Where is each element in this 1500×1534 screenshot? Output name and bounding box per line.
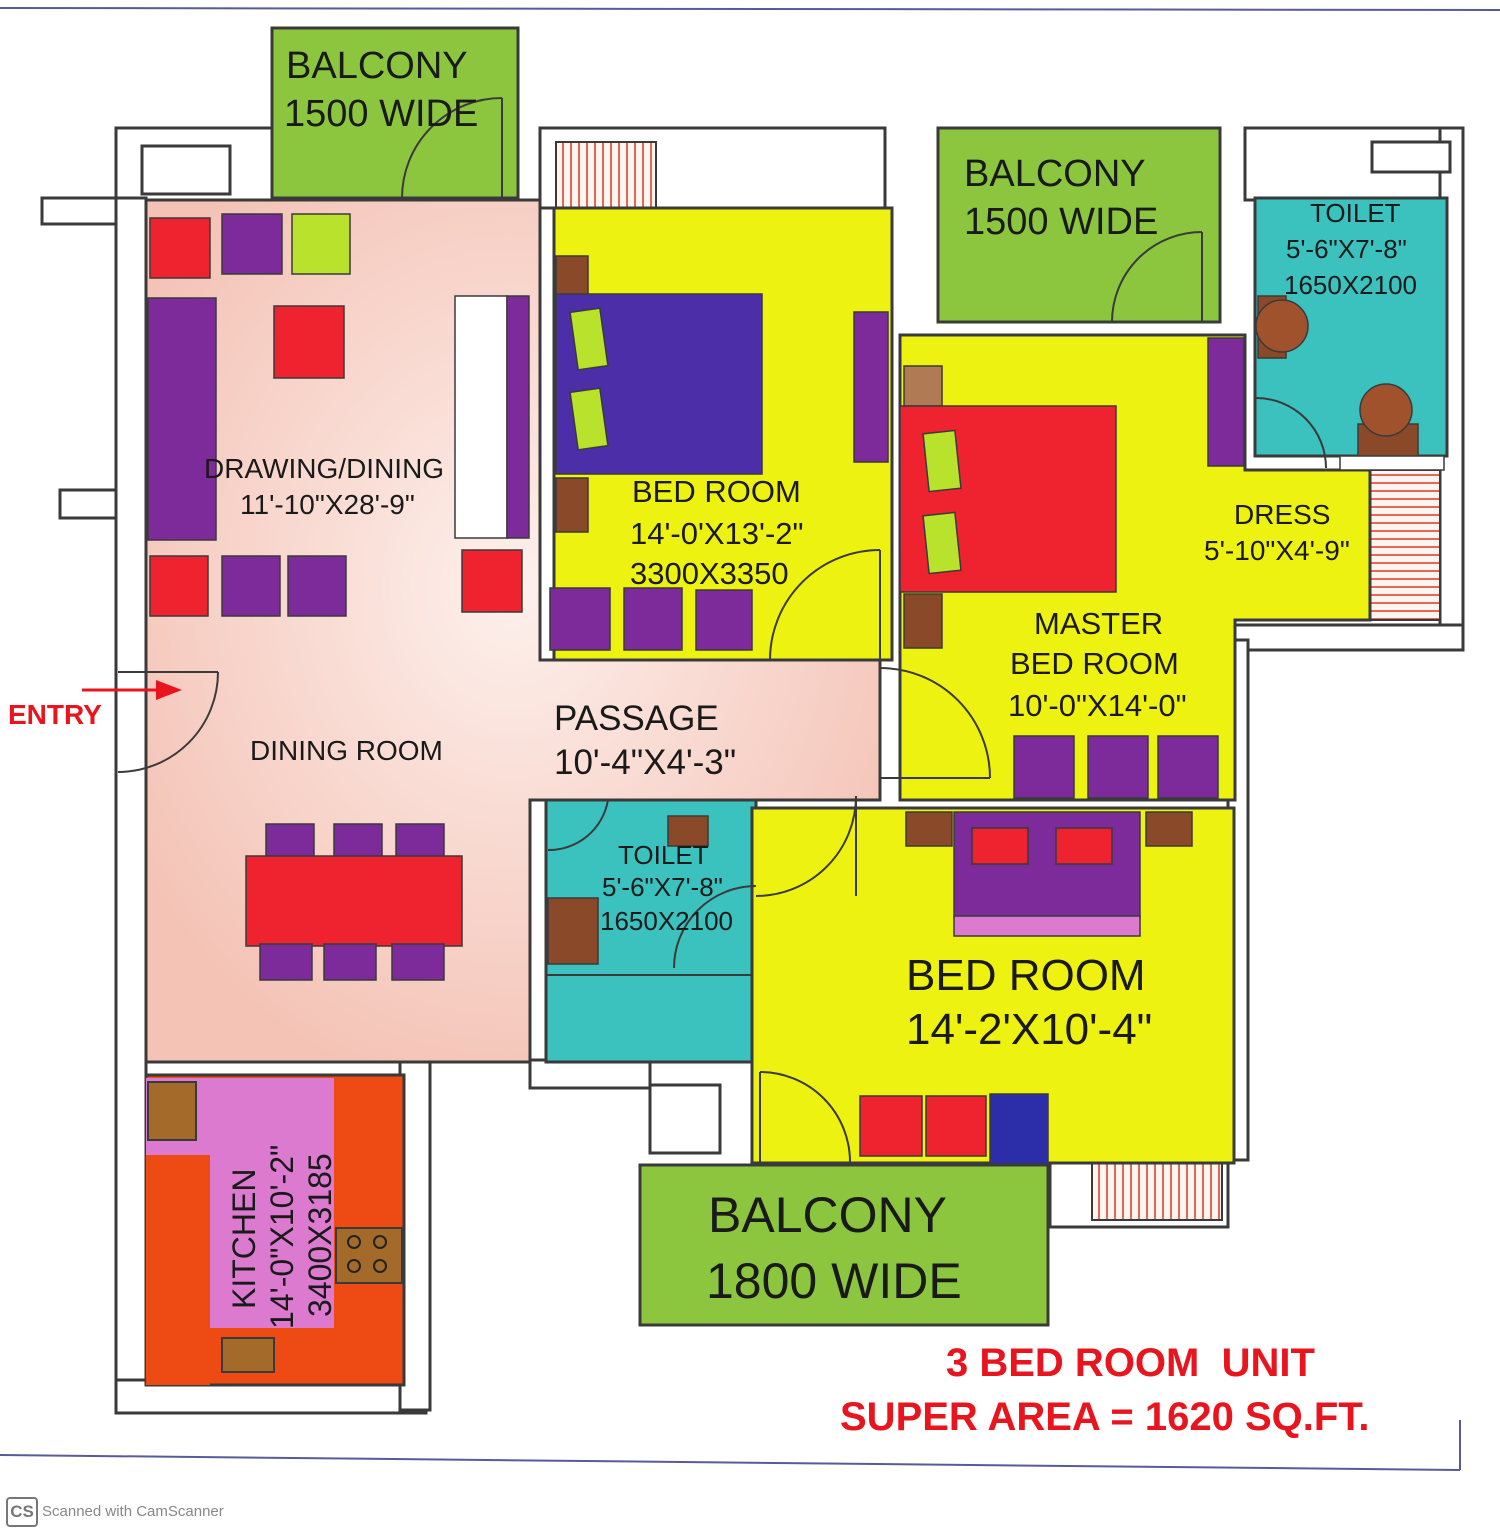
bedroom-1-label: BED ROOM 14'-0'X13'-2" 3300X3350	[630, 474, 804, 591]
entry-arrow-icon	[82, 680, 182, 700]
shaft-hatch	[1369, 469, 1441, 621]
svg-text:TOILET: TOILET	[618, 840, 709, 870]
svg-text:DRESS: DRESS	[1234, 499, 1330, 530]
svg-text:5'-10"X4'-9": 5'-10"X4'-9"	[1204, 535, 1350, 566]
svg-text:BALCONY: BALCONY	[708, 1187, 947, 1243]
balcony-top-label: BALCONY 1500 WIDE	[284, 45, 478, 135]
passage-label: PASSAGE 10'-4"X4'-3"	[554, 699, 736, 782]
svg-text:3300X3350: 3300X3350	[630, 556, 789, 591]
svg-text:1500 WIDE: 1500 WIDE	[284, 93, 478, 135]
door-swings	[117, 97, 1327, 1163]
bedroom-2-furniture	[859, 811, 1193, 1165]
balcony-master-label: BALCONY 1500 WIDE	[964, 153, 1158, 243]
svg-text:BED ROOM: BED ROOM	[1010, 646, 1179, 681]
toilet-master-fixtures	[1255, 295, 1445, 471]
svg-text:KITCHEN: KITCHEN	[226, 1169, 262, 1309]
master-bedroom-furniture	[899, 337, 1245, 799]
window-box	[140, 144, 232, 196]
balcony-bottom-label: BALCONY 1800 WIDE	[706, 1187, 962, 1309]
shaft-hatch	[555, 141, 657, 209]
drawing-dining-room	[144, 198, 882, 1064]
window-box	[648, 1083, 722, 1155]
stove-icon	[335, 1227, 403, 1284]
camscanner-watermark: Scanned with CamScanner	[42, 1503, 224, 1520]
svg-text:5'-6"X7'-8": 5'-6"X7'-8"	[1286, 234, 1407, 264]
bedroom-1-furniture	[549, 255, 889, 651]
drawing-dining-label: DRAWING/DINING 11'-10"X28'-9"	[204, 453, 444, 520]
balcony-bottom	[638, 1163, 1050, 1327]
svg-text:1800 WIDE: 1800 WIDE	[706, 1253, 962, 1309]
svg-text:14'-2'X10'-4": 14'-2'X10'-4"	[906, 1005, 1152, 1054]
svg-text:1650X2100: 1650X2100	[600, 906, 733, 936]
toilet-common-label: TOILET 5'-6"X7'-8" 1650X2100	[600, 840, 733, 936]
svg-text:10'-4"X4'-3": 10'-4"X4'-3"	[554, 743, 736, 782]
balcony-master	[936, 126, 1222, 324]
kitchen-shelf	[147, 1081, 197, 1141]
camscanner-logo-icon: CS	[6, 1497, 38, 1527]
svg-text:BED ROOM: BED ROOM	[632, 474, 801, 509]
toilet-common-fixtures	[547, 815, 709, 965]
svg-text:1650X2100: 1650X2100	[1284, 270, 1417, 300]
balcony-top	[270, 26, 520, 200]
svg-text:DRAWING/DINING: DRAWING/DINING	[204, 453, 444, 484]
page-bottom-border	[0, 1454, 1461, 1471]
svg-text:BALCONY: BALCONY	[286, 45, 468, 87]
svg-text:14'-0"X10'-2": 14'-0"X10'-2"	[264, 1145, 300, 1329]
bedroom-2-label: BED ROOM 14'-2'X10'-4"	[906, 951, 1152, 1054]
window-box	[1370, 140, 1452, 174]
drawing-furniture	[147, 213, 530, 617]
unit-area: SUPER AREA = 1620 SQ.FT.	[840, 1395, 1369, 1439]
svg-text:TOILET: TOILET	[1310, 198, 1401, 228]
svg-text:5'-6"X7'-8": 5'-6"X7'-8"	[602, 872, 723, 902]
toilet-master-label: TOILET 5'-6"X7'-8" 1650X2100	[1284, 198, 1417, 300]
unit-title: 3 BED ROOM UNIT	[946, 1341, 1315, 1385]
master-bedroom-label: MASTER BED ROOM 10'-0"X14'-0"	[1008, 606, 1187, 723]
svg-text:PASSAGE: PASSAGE	[554, 699, 719, 738]
entry-label: ENTRY	[8, 699, 102, 730]
dining-table	[245, 823, 463, 981]
svg-text:BALCONY: BALCONY	[964, 153, 1146, 195]
kitchen-label: KITCHEN 14'-0"X10'-2" 3400X3185	[226, 1145, 338, 1329]
svg-text:10'-0"X14'-0": 10'-0"X14'-0"	[1008, 688, 1187, 723]
kitchen-sink	[221, 1337, 275, 1373]
shaft-hatch	[1091, 1157, 1223, 1221]
svg-text:14'-0'X13'-2": 14'-0'X13'-2"	[630, 516, 804, 551]
svg-text:11'-10"X28'-9": 11'-10"X28'-9"	[240, 489, 415, 520]
page-top-border	[0, 7, 1500, 11]
svg-text:MASTER: MASTER	[1034, 606, 1163, 641]
svg-text:3400X3185: 3400X3185	[302, 1153, 338, 1317]
dining-room-label: DINING ROOM	[250, 735, 443, 766]
svg-text:BED ROOM: BED ROOM	[906, 951, 1146, 1000]
svg-text:1500 WIDE: 1500 WIDE	[964, 201, 1158, 243]
dress-label: DRESS 5'-10"X4'-9"	[1204, 499, 1350, 566]
